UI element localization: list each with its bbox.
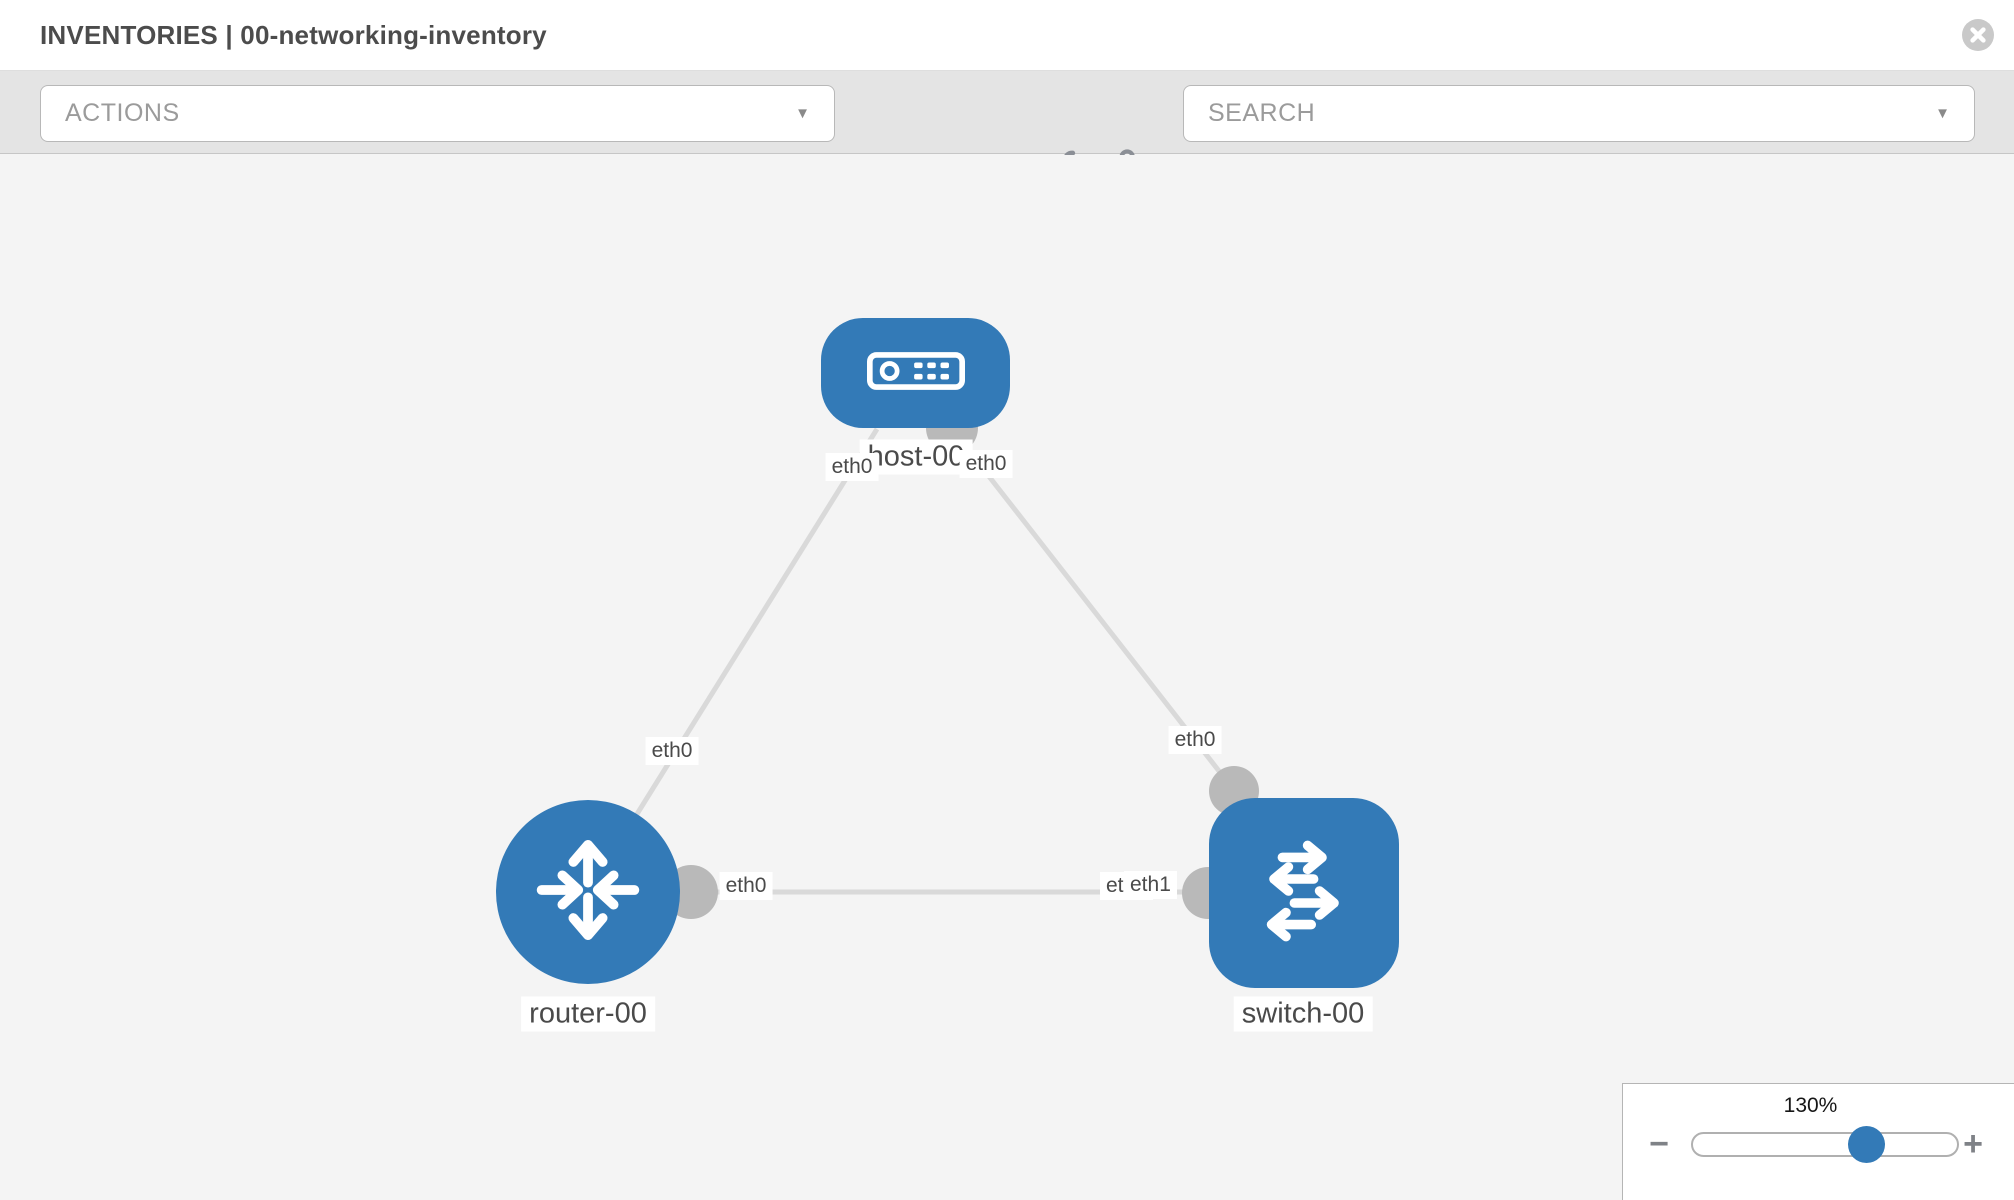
actions-dropdown[interactable]: ACTIONS ▼ — [40, 85, 835, 142]
interface-label: eth0 — [719, 872, 773, 900]
chevron-down-icon: ▼ — [795, 105, 810, 122]
close-button[interactable] — [1962, 19, 1994, 51]
interface-label: eth0 — [959, 450, 1013, 478]
zoom-panel: 130% − + — [1622, 1083, 2014, 1200]
node-router-00[interactable] — [496, 800, 680, 984]
chevron-down-icon: ▼ — [1935, 105, 1950, 122]
search-dropdown-label: SEARCH — [1208, 99, 1316, 127]
actions-dropdown-label: ACTIONS — [65, 99, 180, 127]
interface-label: eth0 — [1168, 726, 1222, 754]
node-label-host: host-00 — [859, 439, 973, 475]
router-icon — [527, 829, 649, 956]
zoom-in-button[interactable]: + — [1953, 1124, 1993, 1164]
zoom-level: 130% — [1783, 1094, 1838, 1117]
page-title: INVENTORIES | 00-networking-inventory — [40, 19, 547, 50]
node-label-router: router-00 — [521, 996, 655, 1032]
interface-label: eth0 — [645, 737, 699, 765]
interface-label: eth1 — [1124, 871, 1177, 899]
zoom-slider-track[interactable] — [1691, 1126, 1959, 1163]
toolbar: ACTIONS ▼ SEARCH ▼ — [0, 70, 2014, 180]
header: INVENTORIES | 00-networking-inventory — [0, 0, 2014, 70]
links-layer — [634, 427, 1235, 895]
search-dropdown[interactable]: SEARCH ▼ — [1183, 85, 1975, 142]
network-canvas[interactable]: host-00 router-00 switch-00 eth0 eth0 et… — [0, 155, 2014, 1200]
close-icon — [1962, 19, 1994, 51]
switch-icon — [1244, 831, 1364, 956]
node-label-switch: switch-00 — [1233, 996, 1373, 1032]
node-switch-00[interactable] — [1209, 798, 1399, 988]
zoom-out-button[interactable]: − — [1639, 1124, 1679, 1164]
host-icon — [866, 351, 965, 395]
node-host-00[interactable] — [821, 318, 1010, 428]
zoom-slider-thumb[interactable] — [1848, 1126, 1885, 1163]
interface-label: eth0 — [825, 453, 879, 481]
